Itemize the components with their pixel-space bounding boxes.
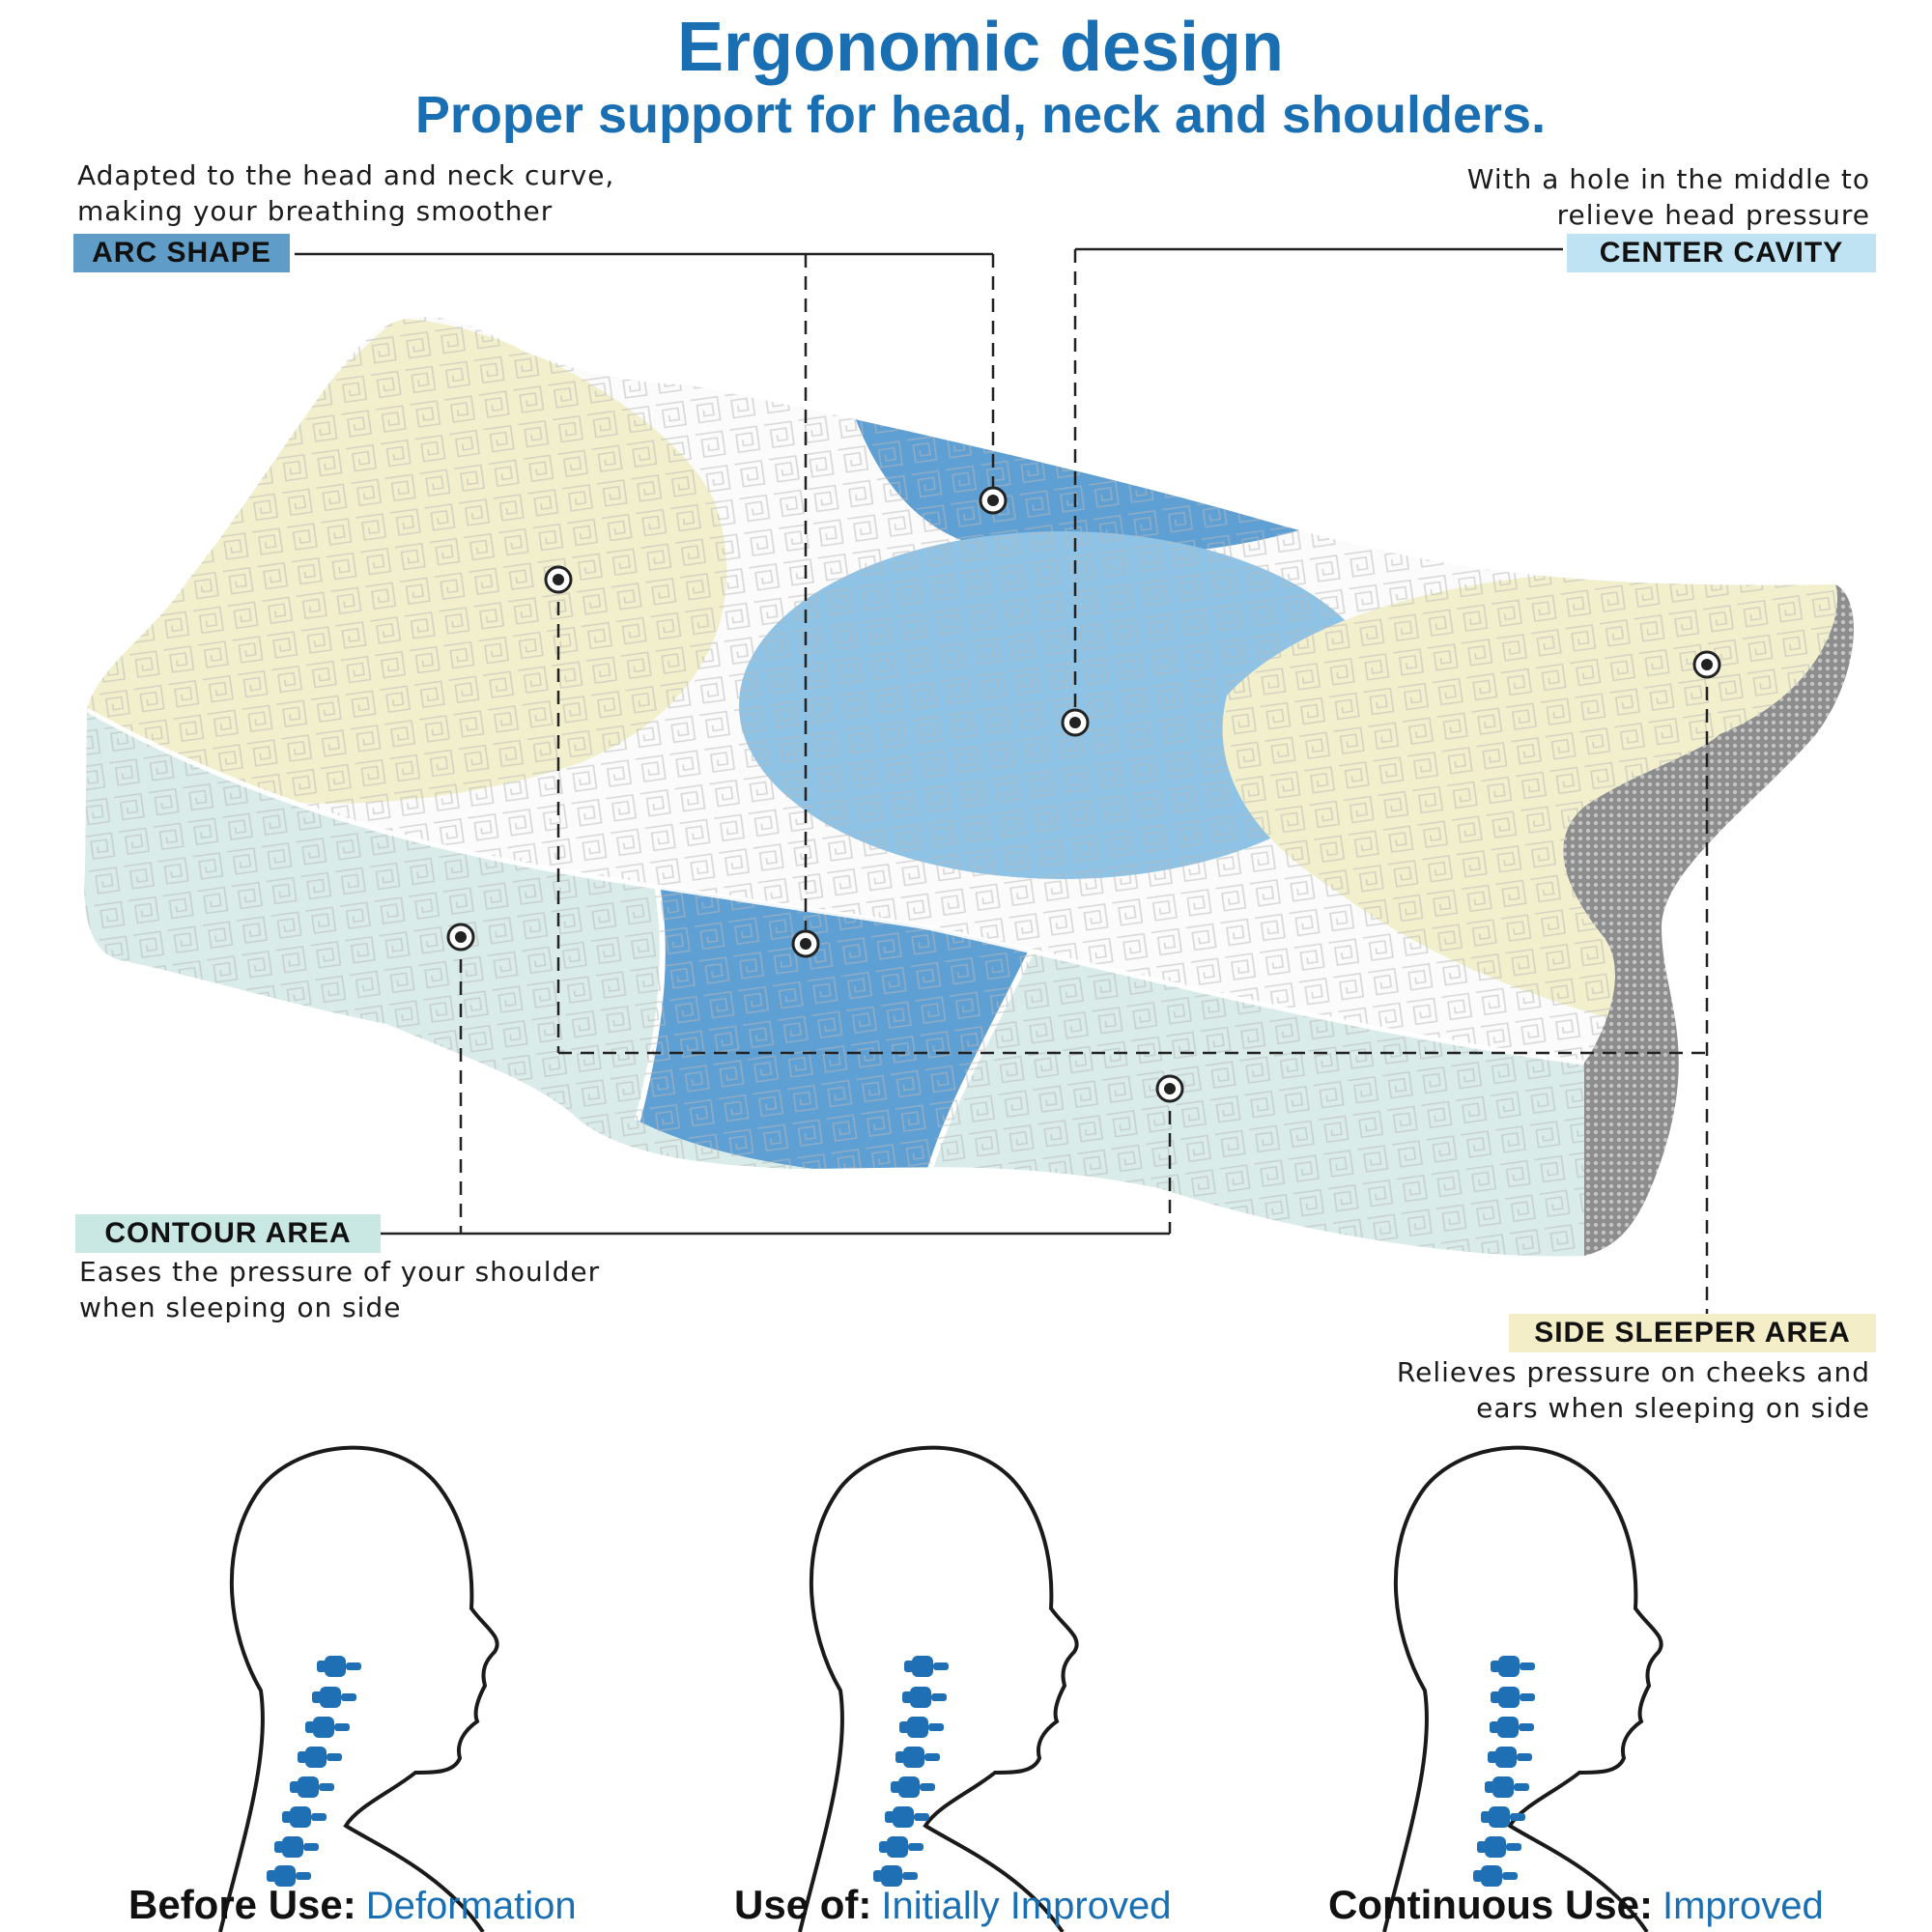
contour-area-tag: CONTOUR AREA <box>75 1214 381 1253</box>
vertebra-icon <box>305 1717 350 1738</box>
marker-icon <box>1692 650 1721 679</box>
stage-caption-before: Before Use:Deformation <box>128 1882 577 1927</box>
head-outline <box>798 1445 1079 1932</box>
arc-shape-tag: ARC SHAPE <box>73 234 290 272</box>
side-sleeper-area-tag: SIDE SLEEPER AREA <box>1509 1314 1876 1352</box>
page-title: Ergonomic design <box>676 9 1285 86</box>
page-subtitle: Proper support for head, neck and should… <box>414 86 1547 144</box>
vertebra-icon <box>904 1656 949 1677</box>
pillow-illustration <box>84 247 1854 1345</box>
vertebra-icon <box>274 1836 319 1858</box>
stage-caption-initial: Use of:Initially Improved <box>734 1882 1172 1927</box>
vertebra-icon <box>1473 1865 1518 1887</box>
callout-lines <box>295 247 1709 1345</box>
vertebra-icon <box>1477 1836 1521 1858</box>
vertebra-icon <box>317 1656 361 1677</box>
contour-area-description: Eases the pressure of your shoulder when… <box>79 1256 601 1323</box>
vertebra-icon <box>1485 1776 1529 1798</box>
marker-icon <box>979 486 1008 515</box>
vertebra-icon <box>1490 1717 1534 1738</box>
marker-icon <box>1155 1074 1184 1103</box>
vertebra-icon <box>1491 1656 1535 1677</box>
callout-markers <box>446 486 1721 1103</box>
head-profile-icon <box>798 1445 1079 1932</box>
vertebra-icon <box>312 1687 356 1708</box>
center-cavity-tag: CENTER CAVITY <box>1567 234 1876 272</box>
vertebra-icon <box>891 1776 935 1798</box>
marker-icon <box>791 929 820 958</box>
vertebra-icon <box>1481 1806 1525 1828</box>
vertebra-icon <box>902 1687 947 1708</box>
vertebra-icon <box>879 1836 923 1858</box>
head-outline <box>1382 1445 1663 1932</box>
vertebra-icon <box>267 1865 311 1887</box>
vertebra-icon <box>1488 1747 1532 1768</box>
vertebra-icon <box>282 1806 327 1828</box>
vertebra-icon <box>895 1747 940 1768</box>
vertebra-icon <box>290 1776 334 1798</box>
vertebra-icon <box>1491 1687 1535 1708</box>
marker-icon <box>1061 708 1090 737</box>
head-outline <box>218 1445 499 1932</box>
vertebra-icon <box>885 1806 929 1828</box>
side-sleeper-area-description: Relieves pressure on cheeks and ears whe… <box>1396 1356 1870 1424</box>
stage-caption-continuous: Continuous Use:Improved <box>1328 1882 1824 1927</box>
vertebra-icon <box>873 1865 918 1887</box>
center-cavity-description: With a hole in the middle to relieve hea… <box>1466 163 1870 231</box>
marker-icon <box>446 923 475 952</box>
vertebra-icon <box>899 1717 944 1738</box>
arc-shape-description: Adapted to the head and neck curve, maki… <box>77 159 615 227</box>
head-profile-icon <box>1382 1445 1663 1932</box>
vertebra-icon <box>298 1747 342 1768</box>
marker-icon <box>544 565 573 594</box>
head-profile-icon <box>218 1445 499 1932</box>
